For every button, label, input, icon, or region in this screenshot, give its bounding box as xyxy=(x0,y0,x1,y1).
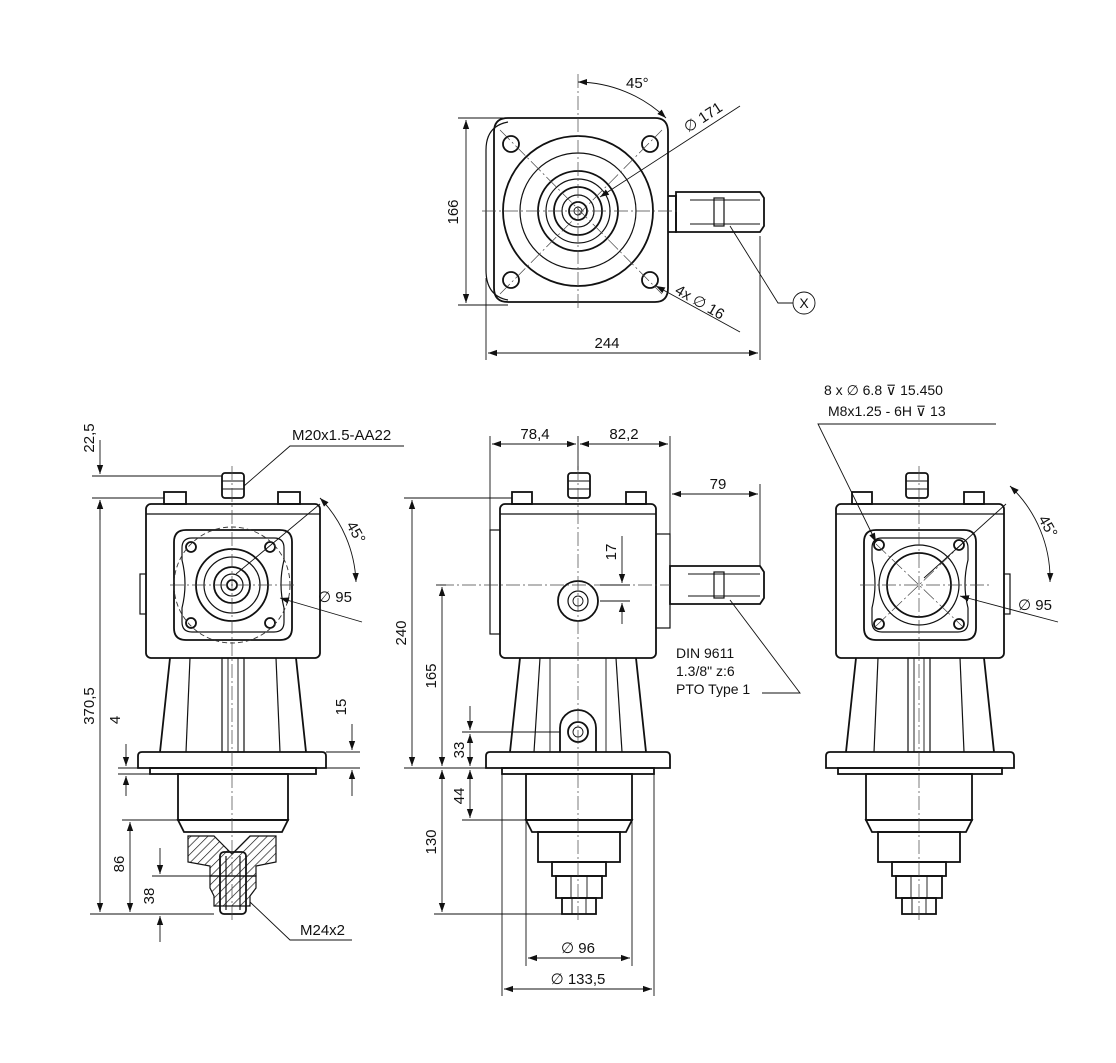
right-holes-line-1: 8 x ∅ 6.8 ⊽ 15.450 xyxy=(824,382,943,398)
pto-spec-line-1: DIN 9611 xyxy=(676,645,734,661)
center-view: 78,4 82,2 79 17 240 165 33 44 130 ∅ 96 ∅ xyxy=(393,426,801,996)
top-view: 45° ∅ 171 166 244 4x ∅ 16 X xyxy=(445,74,816,360)
center-dim-44: 44 xyxy=(451,788,468,805)
pto-spec-line-2: 1.3/8" z:6 xyxy=(676,663,735,679)
left-view: 22,5 M20x1.5-AA22 45° ∅ 95 370,5 4 15 86… xyxy=(81,423,404,942)
left-dim-86: 86 xyxy=(111,856,128,873)
center-dia-133-5: ∅ 133,5 xyxy=(551,971,606,988)
right-dia-95-label: ∅ 95 xyxy=(1018,597,1052,614)
left-dim-15: 15 xyxy=(333,699,350,716)
left-breather-label: M20x1.5-AA22 xyxy=(292,427,391,444)
top-callout-x: X xyxy=(799,295,809,311)
right-holes-line-2: M8x1.25 - 6H ⊽ 13 xyxy=(828,403,946,419)
center-dim-79: 79 xyxy=(710,476,727,493)
top-angle-label: 45° xyxy=(626,75,649,92)
pto-spec-line-3: PTO Type 1 xyxy=(676,681,750,697)
center-dim-82-2: 82,2 xyxy=(609,426,638,443)
left-dia-95-label: ∅ 95 xyxy=(318,589,352,606)
center-dim-130: 130 xyxy=(423,829,440,854)
top-width-244-label: 244 xyxy=(594,335,619,352)
top-dia-171-label: ∅ 171 xyxy=(681,99,726,136)
right-view: 8 x ∅ 6.8 ⊽ 15.450 M8x1.25 - 6H ⊽ 13 45°… xyxy=(817,382,1061,920)
left-dim-4: 4 xyxy=(107,716,124,724)
top-height-166-label: 166 xyxy=(445,199,462,224)
center-dim-78-4: 78,4 xyxy=(520,426,549,443)
top-holes-label: 4x ∅ 16 xyxy=(672,282,727,324)
center-dia-96: ∅ 96 xyxy=(561,940,595,957)
left-angle-label: 45° xyxy=(343,519,369,547)
center-dim-17: 17 xyxy=(603,544,620,561)
left-dim-38: 38 xyxy=(141,888,158,905)
left-thread-label: M24x2 xyxy=(300,922,345,939)
left-dim-22-5: 22,5 xyxy=(81,423,98,452)
left-dim-370-5: 370,5 xyxy=(81,687,98,725)
center-dim-240: 240 xyxy=(393,620,410,645)
right-angle-label: 45° xyxy=(1035,513,1061,541)
center-dim-165: 165 xyxy=(423,663,440,688)
center-dim-33: 33 xyxy=(451,742,468,759)
